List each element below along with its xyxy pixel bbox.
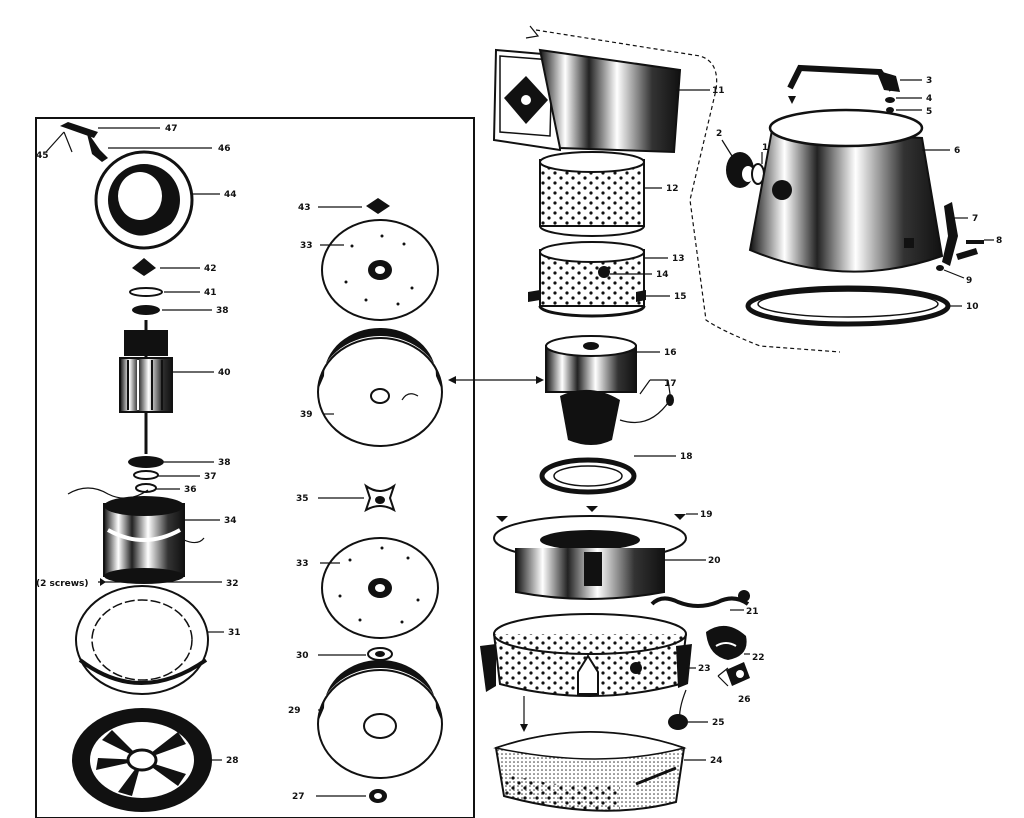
- label-1: 1: [762, 143, 768, 153]
- label-10: 10: [966, 302, 979, 312]
- label-40: 40: [218, 368, 231, 378]
- label-11: 11: [712, 86, 725, 96]
- label-3: 3: [926, 76, 932, 86]
- part-disc-33a: [320, 219, 439, 321]
- label-21: 21: [746, 607, 759, 617]
- label-8: 8: [996, 236, 1002, 246]
- part-housing-29: [317, 660, 443, 779]
- part-cord-21: [650, 590, 750, 611]
- label-23: 23: [698, 664, 711, 674]
- label-32: 32: [226, 579, 239, 589]
- label-2: 2: [716, 129, 722, 139]
- label-31: 31: [228, 628, 241, 638]
- label-20: 20: [708, 556, 721, 566]
- label-19: 19: [700, 510, 713, 520]
- label-25: 25: [712, 718, 725, 728]
- label-46: 46: [218, 144, 231, 154]
- part-armature: [119, 320, 214, 454]
- label-15: 15: [674, 292, 687, 302]
- part-cylinder-12: [539, 151, 662, 237]
- label-41: 41: [204, 288, 217, 298]
- label-24: 24: [710, 756, 723, 766]
- part-plug-26: [717, 662, 750, 687]
- label-28: 28: [226, 756, 239, 766]
- part-switch-22: [706, 625, 750, 660]
- part-filter-bag-11: [492, 25, 841, 353]
- part-basket-13: [528, 241, 670, 318]
- label-7: 7: [972, 214, 978, 224]
- part-housing-39: [317, 328, 443, 447]
- label-18: 18: [680, 452, 693, 462]
- label-38a: 38: [216, 306, 229, 316]
- label-38b: 38: [218, 458, 231, 468]
- part-knob-25: [668, 689, 708, 730]
- label-6: 6: [954, 146, 960, 156]
- screws-note: (2 screws): [36, 579, 89, 589]
- part-nut-27: [316, 789, 387, 803]
- part-wire-17: [639, 379, 674, 406]
- assembly-arrow-lower: [520, 696, 528, 732]
- label-30: 30: [296, 651, 309, 661]
- part-handle-fasteners: [788, 96, 922, 113]
- label-17: 17: [664, 379, 677, 389]
- part-plate-31: [75, 585, 224, 695]
- label-9: 9: [966, 276, 972, 286]
- part-drum-6: [748, 108, 950, 273]
- label-36: 36: [184, 485, 197, 495]
- label-43: 43: [298, 203, 311, 213]
- part-end-bell: [94, 150, 220, 250]
- label-5: 5: [926, 107, 932, 117]
- label-33b: 33: [296, 559, 309, 569]
- label-16: 16: [664, 348, 677, 358]
- label-37: 37: [204, 472, 217, 482]
- label-12: 12: [666, 184, 679, 194]
- part-washers-upper: [129, 258, 212, 315]
- assembly-arrow: [448, 376, 544, 384]
- part-brush-screws: [45, 122, 212, 162]
- part-handle-3: [787, 64, 922, 92]
- label-13: 13: [672, 254, 685, 264]
- part-washers-lower: [128, 456, 214, 493]
- part-ring-10: [745, 285, 962, 327]
- label-22: 22: [752, 653, 765, 663]
- label-4: 4: [926, 94, 932, 104]
- label-33a: 33: [300, 241, 313, 251]
- part-washer-30: [318, 647, 393, 661]
- label-42: 42: [204, 264, 217, 274]
- part-fan-28: [72, 708, 222, 812]
- label-44: 44: [224, 190, 237, 200]
- label-45: 45: [36, 151, 49, 161]
- label-39: 39: [300, 410, 313, 420]
- part-gasket-18: [539, 455, 676, 495]
- part-filter-24: [493, 731, 706, 812]
- part-nut-43: [318, 198, 390, 214]
- part-tank-23: [480, 613, 696, 697]
- part-latch: [936, 202, 994, 279]
- part-head-20: [493, 515, 706, 600]
- label-35: 35: [296, 494, 309, 504]
- motor-group-frame: [35, 117, 475, 818]
- label-14: 14: [656, 270, 669, 280]
- part-disc-33b: [320, 537, 439, 639]
- label-29: 29: [288, 706, 301, 716]
- part-screws-32: [98, 578, 222, 586]
- part-field-stator: [67, 487, 220, 584]
- label-26: 26: [738, 695, 751, 705]
- part-inlet-2: [721, 139, 765, 188]
- part-bushing-35: [318, 483, 396, 513]
- part-motor-unit-16: [545, 335, 671, 445]
- label-34: 34: [224, 516, 237, 526]
- label-27: 27: [292, 792, 305, 802]
- part-screws-19: [496, 506, 698, 522]
- label-47: 47: [165, 124, 178, 134]
